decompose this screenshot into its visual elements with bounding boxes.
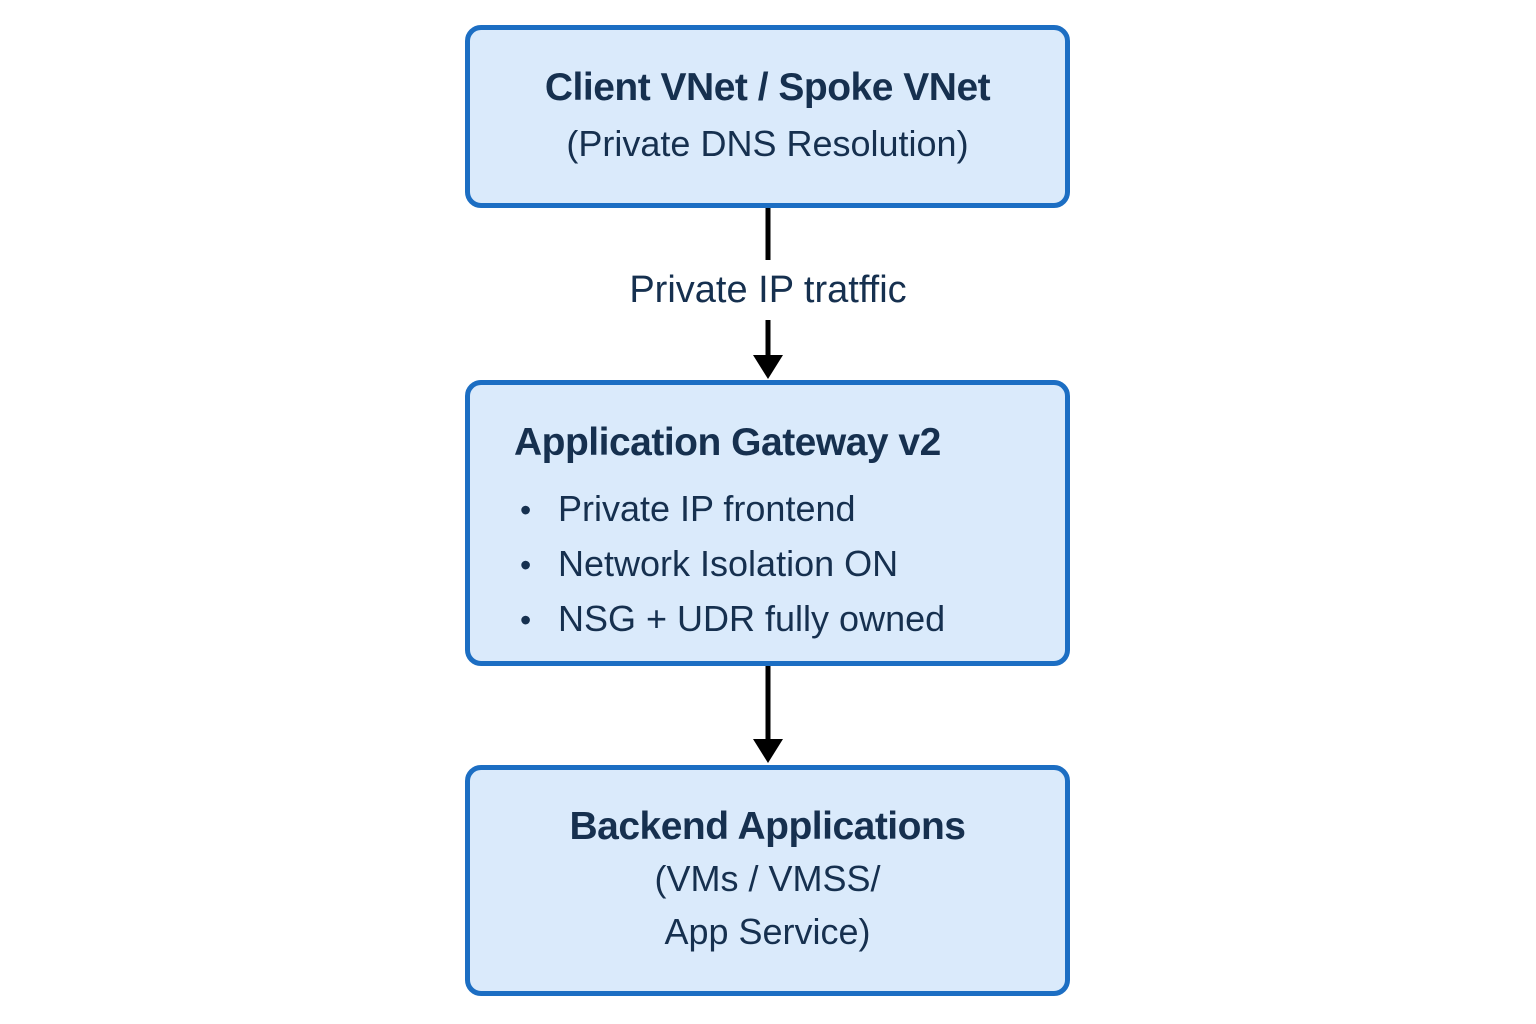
backend-subtitle-line-1: (VMs / VMSS/ [654,858,881,900]
bullet-text: NSG + UDR fully owned [558,597,946,639]
bullet-text: Private IP frontend [558,487,856,529]
bullet-item-network-isolation: • Network Isolation ON [514,537,1045,592]
client-vnet-subtitle: (Private DNS Resolution) [566,122,969,164]
bullet-icon: • [520,601,532,638]
bullet-icon: • [520,491,532,528]
edge-label-private-ip-traffic: Private IP tratffic [629,269,907,311]
bullet-text: Network Isolation ON [558,542,899,584]
arrowhead-down-icon [753,355,783,379]
backend-title: Backend Applications [569,805,966,849]
bullet-item-private-ip-frontend: • Private IP frontend [514,482,1045,537]
arrowhead-down-icon [753,739,783,763]
bullet-item-nsg-udr: • NSG + UDR fully owned [514,592,1045,647]
bullet-icon: • [520,546,532,583]
client-vnet-title: Client VNet / Spoke VNet [544,65,991,109]
app-gateway-title: Application Gateway v2 [514,421,941,464]
arrow-gateway-to-backend [753,666,783,763]
node-backend-applications: Backend Applications (VMs / VMSS/ App Se… [465,765,1070,996]
app-gateway-bullet-list: • Private IP frontend • Network Isolatio… [514,482,1045,647]
node-app-gateway: Application Gateway v2 • Private IP fron… [465,380,1070,666]
backend-subtitle-line-2: App Service) [664,910,871,952]
node-client-vnet: Client VNet / Spoke VNet (Private DNS Re… [465,25,1070,208]
